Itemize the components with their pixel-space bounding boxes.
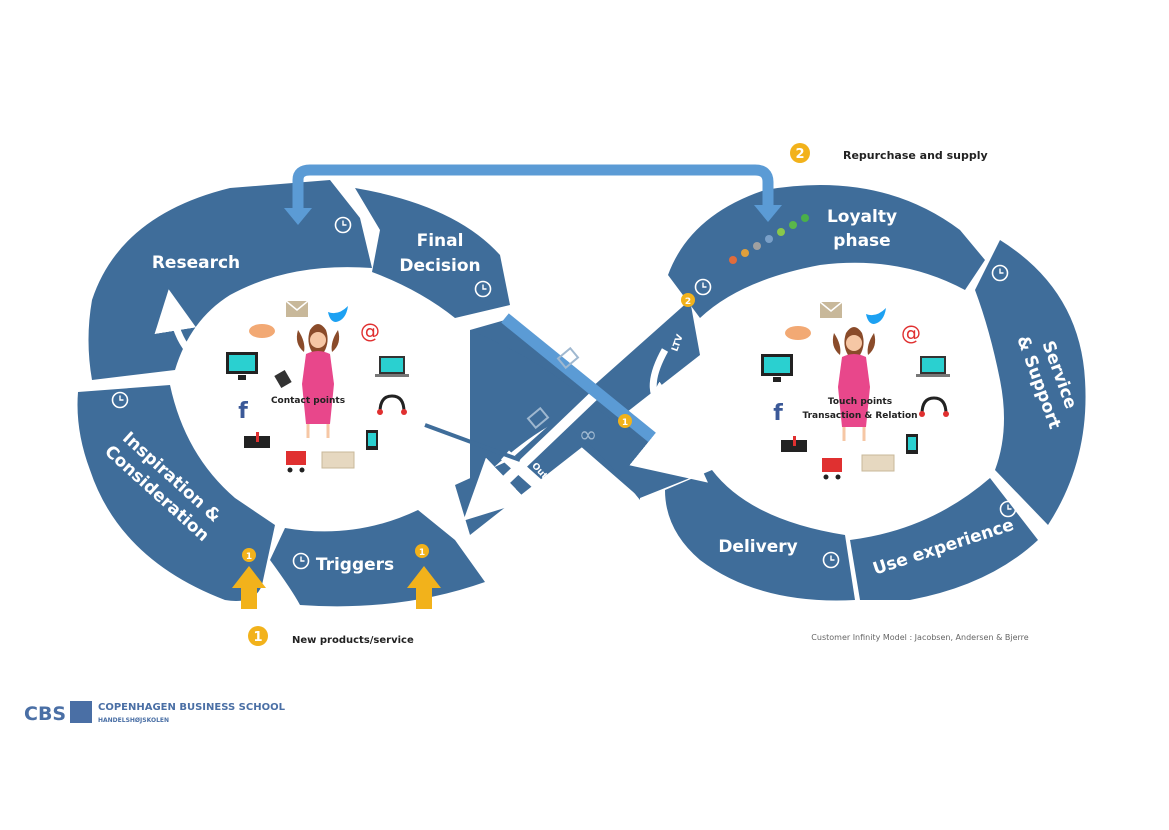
tablet-icon [274, 369, 292, 389]
right-loop [665, 185, 1086, 601]
label-delivery: Delivery [718, 537, 797, 557]
facebook-icon: f [238, 399, 248, 424]
right-center-label-1: Touch points [828, 397, 892, 407]
svg-text:f: f [773, 401, 783, 426]
repurchase-arrow [292, 164, 774, 215]
left-contact-icons: @ f [226, 300, 409, 473]
badge-1-crossing: 1 [618, 414, 632, 428]
legend-item-2: 2 Repurchase and supply [790, 143, 988, 163]
segment-delivery [665, 470, 855, 601]
svg-text:@: @ [901, 321, 921, 345]
label-loyalty: Loyalty [827, 207, 897, 227]
svg-text:CBS: CBS [24, 703, 66, 725]
label-decision: Decision [399, 256, 480, 276]
handshake-icon [785, 326, 811, 340]
loyalty-ladder-icon [729, 214, 809, 264]
svg-text:1: 1 [622, 418, 628, 428]
cbs-logo: CBS COPENHAGEN BUSINESS SCHOOL HANDELSHØ… [24, 701, 286, 725]
segment-service [975, 240, 1086, 525]
badge-1-inspiration: 1 [242, 548, 256, 562]
twitter-icon [866, 308, 886, 324]
at-icon: @ [901, 321, 921, 345]
badge-2-crossing: 2 [681, 293, 695, 307]
svg-text:Repurchase and supply: Repurchase and supply [843, 149, 988, 162]
badge-1-triggers: 1 [415, 544, 429, 558]
twitter-icon [328, 306, 348, 322]
envelope-icon [819, 301, 843, 318]
svg-text:HANDELSHØJSKOLEN: HANDELSHØJSKOLEN [98, 717, 169, 724]
mailbox-icon [244, 432, 270, 448]
crossing-center [470, 330, 640, 500]
cart-icon [822, 458, 842, 480]
headset-icon [919, 396, 949, 417]
svg-text:f: f [238, 399, 248, 424]
repurchase-arrowhead-right [754, 205, 782, 222]
facebook-icon: f [773, 401, 783, 426]
label-research: Research [152, 253, 240, 273]
credit-text: Customer Infinity Model : Jacobsen, Ande… [811, 633, 1028, 642]
segment-use-experience [850, 478, 1038, 600]
label-triggers: Triggers [316, 555, 394, 575]
phone-icon [906, 434, 918, 454]
cart-icon [556, 346, 580, 370]
woman-left [295, 322, 341, 440]
ltv-arrow [639, 348, 687, 420]
svg-text:New products/service: New products/service [292, 635, 414, 646]
headset-icon [377, 394, 407, 415]
label-final: Final [417, 231, 464, 251]
svg-text:@: @ [360, 319, 380, 343]
cart-icon [286, 451, 306, 473]
segment-inspiration [77, 385, 275, 601]
monitor-icon [226, 352, 258, 380]
svg-text:1: 1 [419, 548, 425, 558]
right-center-label-2: Transaction & Relation [802, 411, 917, 421]
cart-icon [526, 406, 550, 430]
right-contact-icons: @ f [761, 301, 950, 480]
svg-text:1: 1 [253, 630, 262, 645]
segment-loyalty [668, 185, 985, 318]
letter-icon [321, 451, 355, 469]
repurchase-arrowhead-left [284, 208, 312, 225]
svg-text:COPENHAGEN BUSINESS SCHOOL: COPENHAGEN BUSINESS SCHOOL [98, 702, 286, 713]
phone-icon [366, 430, 378, 450]
monitor-icon [761, 354, 793, 382]
trigger-up-arrow-left [232, 566, 266, 609]
laptop-icon [916, 356, 950, 377]
infinity-icon: ∞ [579, 423, 597, 448]
contact-to-market-line [424, 423, 521, 462]
cross-arrow-down-right [501, 313, 708, 483]
label-phase: phase [833, 231, 890, 251]
mailbox-icon [781, 436, 807, 452]
woman-right [831, 325, 877, 443]
laptop-icon [375, 356, 409, 377]
cross-arrow-down-left [463, 386, 604, 521]
trigger-up-arrow-right [407, 566, 441, 609]
letter-icon [861, 454, 895, 472]
svg-text:1: 1 [246, 552, 252, 562]
legend-item-1: 1 New products/service [248, 626, 414, 646]
left-center-label: Contact points [271, 396, 345, 406]
left-return-arrow [154, 289, 224, 376]
segment-final-decision [355, 188, 510, 318]
svg-text:2: 2 [795, 147, 804, 162]
at-icon: @ [360, 319, 380, 343]
envelope-icon [285, 300, 309, 317]
handshake-icon [249, 324, 275, 338]
segment-research [88, 180, 372, 380]
svg-text:2: 2 [685, 297, 691, 307]
